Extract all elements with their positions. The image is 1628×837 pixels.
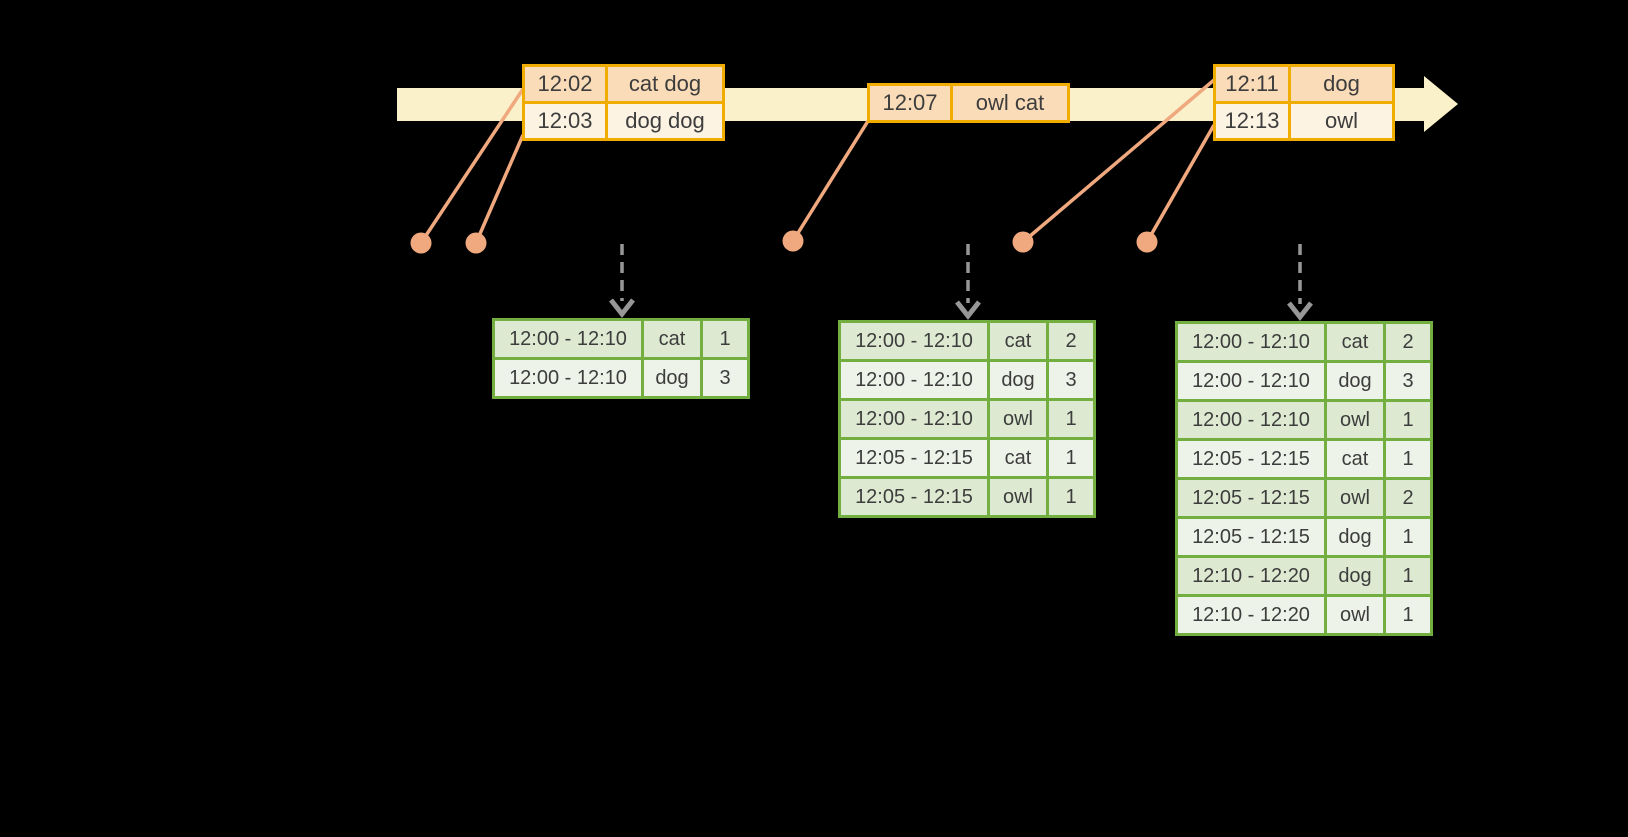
result-count-cell: 1: [1386, 597, 1430, 633]
event-row: 12:13 owl: [1216, 104, 1392, 138]
result-row: 12:10 - 12:20 owl 1: [1178, 597, 1430, 633]
event-dot: [782, 230, 804, 252]
result-row: 12:00 - 12:10 owl 1: [841, 401, 1093, 437]
result-count-cell: 3: [1386, 363, 1430, 399]
result-count-cell: 1: [1049, 479, 1093, 515]
result-row: 12:05 - 12:15 owl 1: [841, 479, 1093, 515]
timeline-arrowhead-icon: [1424, 76, 1458, 132]
result-word-cell: cat: [644, 321, 700, 357]
result-word-cell: cat: [990, 323, 1046, 359]
result-table-1: 12:00 - 12:10 cat 1 12:00 - 12:10 dog 3: [492, 318, 750, 399]
event-words-cell: dog dog: [608, 104, 722, 138]
result-table-3: 12:00 - 12:10 cat 2 12:00 - 12:10 dog 3 …: [1175, 321, 1433, 636]
result-window-cell: 12:05 - 12:15: [841, 479, 987, 515]
result-count-cell: 2: [1049, 323, 1093, 359]
result-count-cell: 1: [1386, 441, 1430, 477]
result-table-2: 12:00 - 12:10 cat 2 12:00 - 12:10 dog 3 …: [838, 320, 1096, 518]
trigger-arrowhead-icon: [955, 300, 981, 321]
event-time-cell: 12:13: [1216, 104, 1288, 138]
result-window-cell: 12:00 - 12:10: [1178, 324, 1324, 360]
event-dot: [1136, 231, 1158, 253]
event-connector-lines: [419, 78, 1216, 244]
result-count-cell: 1: [1386, 558, 1430, 594]
result-row: 12:05 - 12:15 owl 2: [1178, 480, 1430, 516]
result-window-cell: 12:00 - 12:10: [841, 401, 987, 437]
result-word-cell: cat: [990, 440, 1046, 476]
result-count-cell: 1: [1386, 402, 1430, 438]
event-connector-line: [791, 120, 870, 242]
result-window-cell: 12:00 - 12:10: [495, 360, 641, 396]
result-count-cell: 2: [1386, 480, 1430, 516]
result-count-cell: 1: [1386, 519, 1430, 555]
result-word-cell: dog: [644, 360, 700, 396]
event-words-cell: dog: [1291, 67, 1392, 101]
event-words-cell: owl cat: [953, 86, 1067, 120]
result-word-cell: dog: [1327, 363, 1383, 399]
result-row: 12:00 - 12:10 cat 2: [841, 323, 1093, 359]
result-word-cell: dog: [990, 362, 1046, 398]
result-count-cell: 1: [703, 321, 747, 357]
event-time-cell: 12:03: [525, 104, 605, 138]
event-connector-line: [1145, 124, 1216, 243]
result-row: 12:00 - 12:10 dog 3: [495, 360, 747, 396]
result-word-cell: owl: [990, 479, 1046, 515]
event-dots: [410, 230, 1158, 254]
result-word-cell: owl: [1327, 402, 1383, 438]
result-row: 12:00 - 12:10 dog 3: [1178, 363, 1430, 399]
result-window-cell: 12:05 - 12:15: [1178, 441, 1324, 477]
result-window-cell: 12:05 - 12:15: [841, 440, 987, 476]
result-row: 12:05 - 12:15 cat 1: [841, 440, 1093, 476]
result-window-cell: 12:10 - 12:20: [1178, 597, 1324, 633]
trigger-arrowhead-icon: [609, 298, 635, 319]
result-count-cell: 1: [1049, 401, 1093, 437]
result-row: 12:00 - 12:10 cat 2: [1178, 324, 1430, 360]
result-window-cell: 12:10 - 12:20: [1178, 558, 1324, 594]
result-count-cell: 3: [703, 360, 747, 396]
event-dot: [1012, 231, 1034, 253]
event-row: 12:11 dog: [1216, 67, 1392, 101]
event-dot: [410, 232, 432, 254]
result-row: 12:00 - 12:10 cat 1: [495, 321, 747, 357]
result-window-cell: 12:00 - 12:10: [841, 323, 987, 359]
event-dot: [465, 232, 487, 254]
event-table-3: 12:11 dog 12:13 owl: [1213, 64, 1395, 141]
event-table-1: 12:02 cat dog 12:03 dog dog: [522, 64, 725, 141]
result-word-cell: dog: [1327, 558, 1383, 594]
event-connector-line: [474, 134, 525, 244]
result-count-cell: 1: [1049, 440, 1093, 476]
result-word-cell: owl: [1327, 597, 1383, 633]
result-window-cell: 12:00 - 12:10: [495, 321, 641, 357]
event-row: 12:02 cat dog: [525, 67, 722, 101]
result-row: 12:05 - 12:15 dog 1: [1178, 519, 1430, 555]
event-connector-line: [1021, 78, 1216, 244]
result-row: 12:05 - 12:15 cat 1: [1178, 441, 1430, 477]
result-word-cell: owl: [1327, 480, 1383, 516]
event-table-2: 12:07 owl cat: [867, 83, 1070, 123]
event-row: 12:03 dog dog: [525, 104, 722, 138]
result-window-cell: 12:05 - 12:15: [1178, 519, 1324, 555]
result-word-cell: owl: [990, 401, 1046, 437]
trigger-arrows: [609, 244, 1313, 322]
result-row: 12:00 - 12:10 dog 3: [841, 362, 1093, 398]
result-row: 12:00 - 12:10 owl 1: [1178, 402, 1430, 438]
result-window-cell: 12:00 - 12:10: [1178, 363, 1324, 399]
result-word-cell: cat: [1327, 324, 1383, 360]
result-count-cell: 2: [1386, 324, 1430, 360]
result-word-cell: cat: [1327, 441, 1383, 477]
result-count-cell: 3: [1049, 362, 1093, 398]
trigger-arrowhead-icon: [1287, 301, 1313, 322]
event-time-cell: 12:07: [870, 86, 950, 120]
event-words-cell: cat dog: [608, 67, 722, 101]
event-connector-line: [419, 88, 525, 244]
event-row: 12:07 owl cat: [870, 86, 1067, 120]
result-window-cell: 12:00 - 12:10: [1178, 402, 1324, 438]
result-window-cell: 12:05 - 12:15: [1178, 480, 1324, 516]
result-word-cell: dog: [1327, 519, 1383, 555]
result-row: 12:10 - 12:20 dog 1: [1178, 558, 1430, 594]
event-words-cell: owl: [1291, 104, 1392, 138]
event-time-cell: 12:02: [525, 67, 605, 101]
event-time-cell: 12:11: [1216, 67, 1288, 101]
result-window-cell: 12:00 - 12:10: [841, 362, 987, 398]
